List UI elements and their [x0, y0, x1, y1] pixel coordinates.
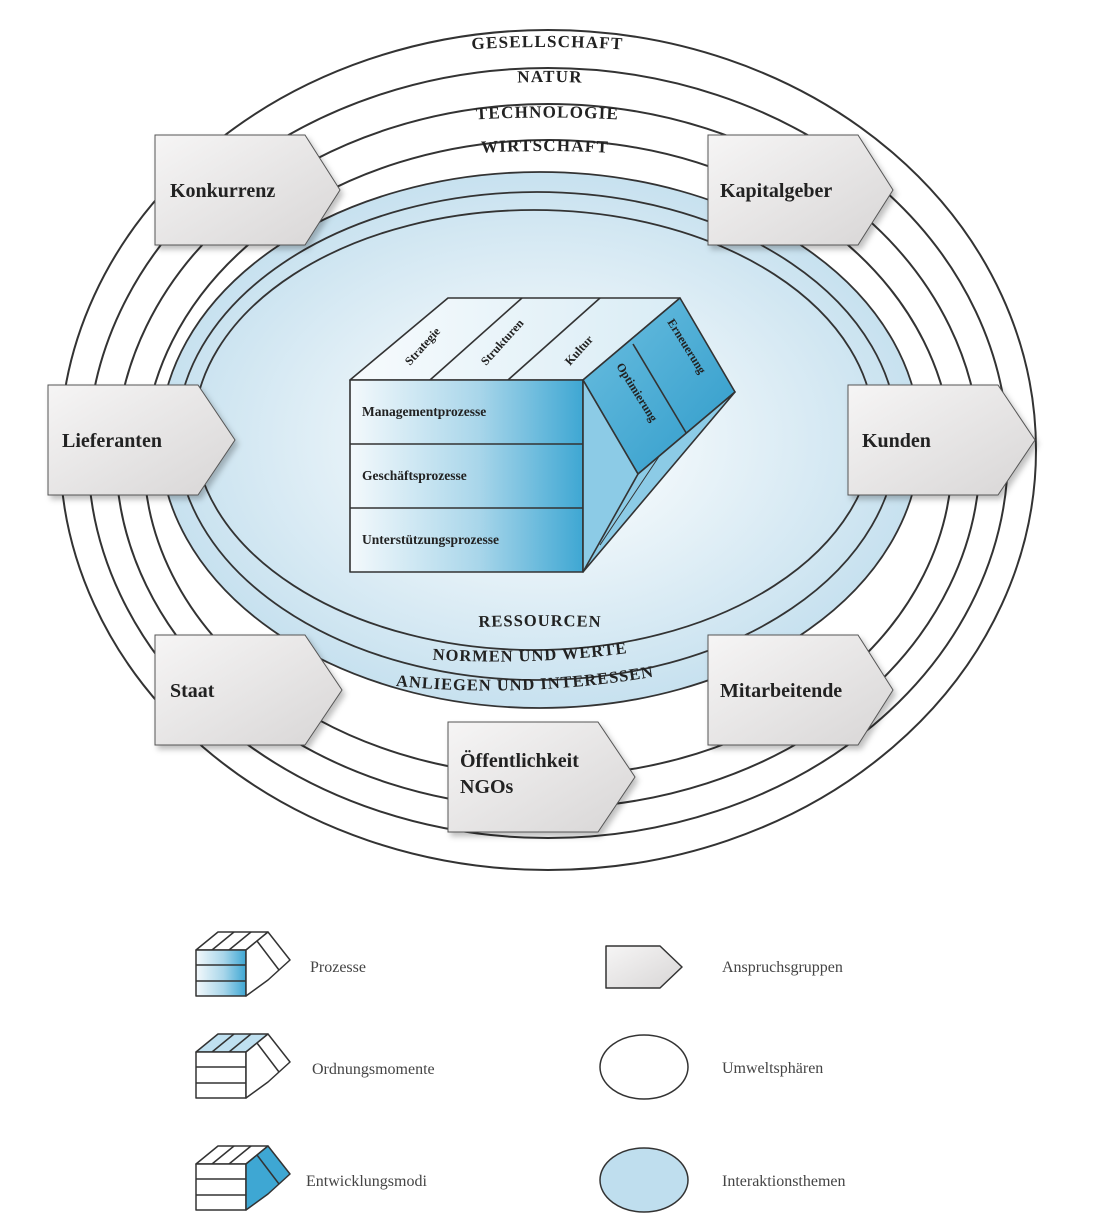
label-staat: Staat [170, 680, 215, 702]
legend-label-ordnungsmomente: Ordnungsmomente [312, 1061, 435, 1078]
process-block [349, 297, 736, 573]
arrow-mitarbeitende [707, 634, 894, 746]
environment-labels: GESELLSCHAFT NATUR TECHNOLOGIE WIRTSCHAF… [471, 32, 624, 157]
arrow-staat [154, 634, 343, 746]
label-lieferanten: Lieferanten [62, 430, 162, 452]
legend-label-anspruchsgruppen: Anspruchsgruppen [722, 959, 843, 976]
side-divider [632, 343, 689, 437]
arrow-kapitalgeber [707, 134, 894, 246]
block-front-face [349, 379, 584, 573]
legend-label-prozesse: Prozesse [310, 959, 366, 976]
legend-icon-prozesse [195, 931, 291, 997]
legend-icon-anspruchsgruppen [605, 945, 683, 989]
stakeholder-arrows [47, 134, 1036, 833]
top-divider-2 [507, 297, 601, 381]
svg-text:NATUR: NATUR [517, 67, 583, 87]
svg-text:GESELLSCHAFT: GESELLSCHAFT [471, 32, 624, 54]
label-managementprozesse: Managementprozesse [362, 404, 486, 419]
label-konkurrenz: Konkurrenz [170, 180, 275, 202]
label-kunden: Kunden [862, 430, 931, 452]
legend: Prozesse Ordnungsmomente Entwicklungsmod… [195, 931, 846, 1213]
arrow-oeffentlichkeit [447, 721, 636, 833]
label-oeffentlichkeit: Öffentlichkeit [460, 749, 579, 772]
block-lower-side [582, 379, 736, 573]
label-unterstuetzungsprozesse: Unterstützungsprozesse [362, 532, 499, 547]
label-mitarbeitende: Mitarbeitende [720, 680, 842, 702]
lower-side-edge [582, 473, 639, 573]
label-technologie: TECHNOLOGIE [475, 102, 618, 123]
legend-label-umweltsphaeren: Umweltsphären [722, 1060, 823, 1077]
legend-icon-entwicklungsmodi [195, 1145, 291, 1211]
svg-text:TECHNOLOGIE: TECHNOLOGIE [475, 102, 619, 123]
svg-text:RESSOURCEN: RESSOURCEN [478, 611, 602, 631]
legend-icon-ordnungsmomente [195, 1033, 291, 1099]
label-ressourcen: RESSOURCEN [478, 611, 601, 631]
arrow-kunden [847, 384, 1036, 496]
label-kapitalgeber: Kapitalgeber [720, 180, 832, 202]
legend-label-interaktionsthemen: Interaktionsthemen [722, 1173, 846, 1190]
legend-label-entwicklungsmodi: Entwicklungsmodi [306, 1173, 427, 1190]
lower-side-line [599, 454, 661, 546]
legend-icon-interaktionsthemen [599, 1147, 689, 1213]
top-divider-1 [429, 297, 523, 381]
label-ngos: NGOs [460, 776, 514, 798]
arrow-lieferanten [47, 384, 236, 496]
legend-icon-umweltsphaeren [599, 1034, 689, 1100]
label-geschaeftsprozesse: Geschäftsprozesse [362, 468, 467, 483]
label-gesellschaft: GESELLSCHAFT [471, 32, 623, 54]
arrow-konkurrenz [154, 134, 341, 246]
label-wirtschaft: WIRTSCHAFT [480, 136, 608, 157]
label-natur: NATUR [517, 67, 582, 87]
svg-text:WIRTSCHAFT: WIRTSCHAFT [480, 136, 609, 157]
